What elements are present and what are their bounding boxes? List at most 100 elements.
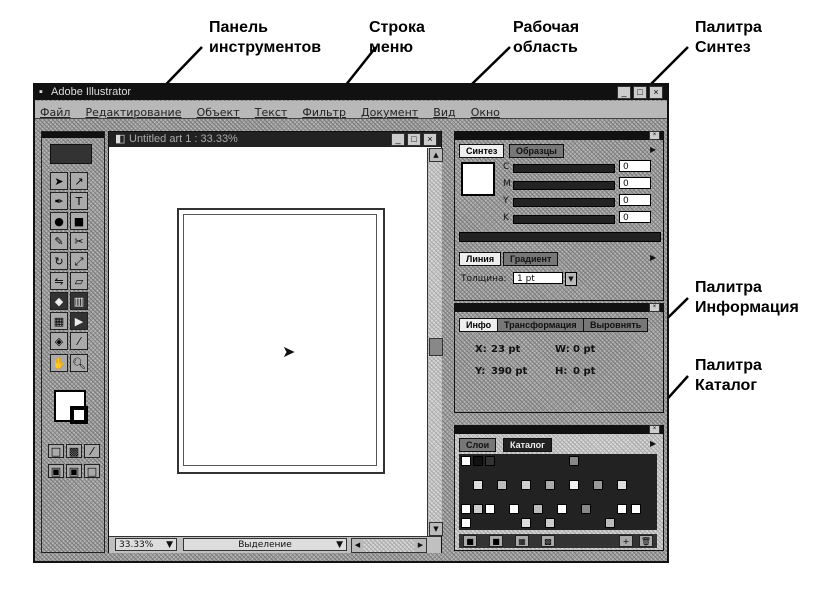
swatch-item[interactable] bbox=[593, 480, 603, 490]
tab-info[interactable]: Инфо bbox=[459, 318, 499, 332]
channel-k-slider[interactable] bbox=[513, 215, 615, 224]
scissors-tool[interactable]: ✂ bbox=[70, 232, 88, 250]
show-color-swatches-button[interactable]: ■ bbox=[489, 535, 503, 547]
none-mode-button[interactable]: ⁄ bbox=[84, 444, 100, 458]
zoom-field[interactable]: 33.33% ▼ bbox=[115, 538, 177, 551]
pencil-tool[interactable]: ✎ bbox=[50, 232, 68, 250]
tab-transform[interactable]: Трансформация bbox=[497, 318, 584, 332]
full-screen-button[interactable]: □ bbox=[84, 464, 100, 478]
swatch-item[interactable] bbox=[545, 480, 555, 490]
minimize-button[interactable]: _ bbox=[617, 86, 631, 99]
stroke-menu-arrow-icon[interactable]: ▶ bbox=[650, 253, 657, 262]
channel-m-slider[interactable] bbox=[513, 181, 615, 190]
swatch-item[interactable] bbox=[533, 504, 543, 514]
rectangle-tool[interactable]: ■ bbox=[70, 212, 88, 230]
swatch-item[interactable] bbox=[569, 480, 579, 490]
zoom-tool[interactable]: 🔍︎ bbox=[70, 354, 88, 372]
ellipse-tool[interactable]: ● bbox=[50, 212, 68, 230]
channel-c-slider[interactable] bbox=[513, 164, 615, 173]
swatch-item[interactable] bbox=[521, 518, 531, 528]
knife-tool[interactable]: ⁄ bbox=[70, 332, 88, 350]
tab-align[interactable]: Выровнять bbox=[583, 318, 649, 332]
hand-tool[interactable]: ✋ bbox=[50, 354, 68, 372]
color-ramp-bar[interactable] bbox=[459, 232, 661, 242]
menu-window[interactable]: Окно bbox=[470, 106, 500, 119]
tab-swatches[interactable]: Образцы bbox=[509, 144, 564, 158]
show-all-swatches-button[interactable]: ■ bbox=[463, 535, 477, 547]
tab-stroke[interactable]: Линия bbox=[459, 252, 502, 266]
stroke-weight-input[interactable]: 1 pt bbox=[513, 272, 563, 284]
swatch-item[interactable] bbox=[473, 456, 483, 466]
scroll-left-icon[interactable]: ◀ bbox=[352, 539, 363, 552]
swatch-item[interactable] bbox=[631, 504, 641, 514]
menu-view[interactable]: Вид bbox=[433, 106, 456, 119]
fill-mode-button[interactable]: □ bbox=[48, 444, 64, 458]
paint-bucket-tool[interactable]: ◈ bbox=[50, 332, 68, 350]
horizontal-scrollbar[interactable]: ◀ ▶ bbox=[351, 538, 427, 553]
stroke-swatch[interactable] bbox=[70, 406, 88, 424]
channel-m-input[interactable]: 0 bbox=[619, 177, 651, 189]
swatch-item[interactable] bbox=[461, 456, 471, 466]
shear-tool[interactable]: ▱ bbox=[70, 272, 88, 290]
new-swatch-button[interactable]: + bbox=[619, 535, 633, 547]
status-dropdown-icon[interactable]: ▼ bbox=[336, 540, 343, 550]
stroke-weight-dropdown-icon[interactable]: ▼ bbox=[565, 272, 577, 286]
channel-k-input[interactable]: 0 bbox=[619, 211, 651, 223]
catalog-menu-arrow-icon[interactable]: ▶ bbox=[650, 439, 657, 448]
swatch-item[interactable] bbox=[509, 504, 519, 514]
direct-selection-tool[interactable]: ↗ bbox=[70, 172, 88, 190]
show-pattern-swatches-button[interactable]: ▩ bbox=[541, 535, 555, 547]
artboard-page[interactable] bbox=[177, 208, 385, 474]
channel-c-input[interactable]: 0 bbox=[619, 160, 651, 172]
tab-layers[interactable]: Слои bbox=[459, 438, 497, 452]
close-button[interactable]: × bbox=[649, 86, 663, 99]
standard-screen-button[interactable]: ▣ bbox=[48, 464, 64, 478]
menu-type[interactable]: Текст bbox=[254, 106, 288, 119]
swatch-item[interactable] bbox=[521, 480, 531, 490]
catalog-close-button[interactable]: × bbox=[649, 425, 660, 434]
swatch-item[interactable] bbox=[497, 480, 507, 490]
scroll-right-icon[interactable]: ▶ bbox=[415, 539, 426, 552]
doc-close-button[interactable]: × bbox=[423, 133, 437, 146]
swatch-item[interactable] bbox=[545, 518, 555, 528]
scale-tool[interactable]: ⤢ bbox=[70, 252, 88, 270]
info-palette-titlebar[interactable]: × bbox=[455, 303, 663, 312]
trash-icon[interactable]: 🗑︎ bbox=[639, 535, 653, 547]
synthesis-menu-arrow-icon[interactable]: ▶ bbox=[650, 145, 657, 154]
tab-synthesis[interactable]: Синтез bbox=[459, 144, 505, 158]
blend-tool[interactable]: ◆ bbox=[50, 292, 68, 310]
doc-maximize-button[interactable]: □ bbox=[407, 133, 421, 146]
vertical-scrollbar[interactable]: ▲ ▼ bbox=[427, 148, 443, 536]
swatch-item[interactable] bbox=[617, 480, 627, 490]
menu-edit[interactable]: Редактирование bbox=[85, 106, 182, 119]
selection-tool[interactable]: ➤ bbox=[50, 172, 68, 190]
gradient-tool[interactable]: ▦ bbox=[50, 312, 68, 330]
menu-document[interactable]: Документ bbox=[361, 106, 419, 119]
swatch-item[interactable] bbox=[461, 518, 471, 528]
type-tool[interactable]: T bbox=[70, 192, 88, 210]
swatch-item[interactable] bbox=[605, 518, 615, 528]
swatch-item[interactable] bbox=[617, 504, 627, 514]
full-screen-menu-button[interactable]: ▣ bbox=[66, 464, 82, 478]
swatch-item[interactable] bbox=[557, 504, 567, 514]
info-close-button[interactable]: × bbox=[649, 303, 660, 312]
doc-minimize-button[interactable]: _ bbox=[391, 133, 405, 146]
swatch-item[interactable] bbox=[485, 504, 495, 514]
tab-catalog[interactable]: Каталог bbox=[503, 438, 552, 452]
show-gradient-swatches-button[interactable]: ▦ bbox=[515, 535, 529, 547]
eyedropper-tool[interactable]: ▶ bbox=[70, 312, 88, 330]
vertical-scroll-thumb[interactable] bbox=[429, 338, 443, 356]
swatch-item[interactable] bbox=[473, 480, 483, 490]
pen-tool[interactable]: ✒ bbox=[50, 192, 68, 210]
synthesis-close-button[interactable]: × bbox=[649, 131, 660, 140]
gradient-mode-button[interactable]: ▩ bbox=[66, 444, 82, 458]
catalog-palette-titlebar[interactable]: × bbox=[455, 425, 663, 434]
synthesis-fill-preview[interactable] bbox=[461, 162, 495, 196]
rotate-tool[interactable]: ↻ bbox=[50, 252, 68, 270]
swatch-item[interactable] bbox=[581, 504, 591, 514]
graph-tool[interactable]: ▥ bbox=[70, 292, 88, 310]
catalog-swatch-grid[interactable] bbox=[459, 454, 657, 530]
menu-file[interactable]: Файл bbox=[40, 106, 71, 119]
tools-panel-titlebar[interactable] bbox=[42, 132, 104, 138]
reflect-tool[interactable]: ⇋ bbox=[50, 272, 68, 290]
